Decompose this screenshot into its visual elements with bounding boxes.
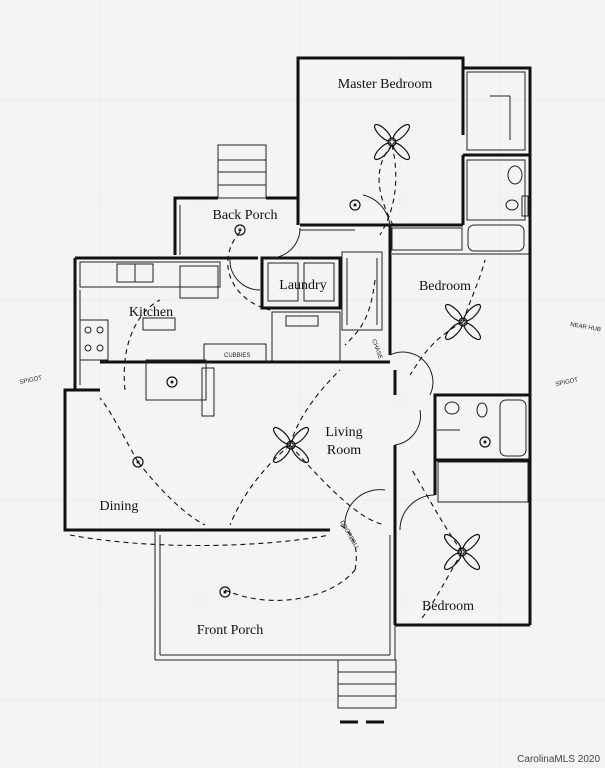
walls [63, 56, 532, 724]
note-spigot-right: SPIGOT [555, 377, 579, 388]
door-swings [229, 194, 436, 531]
note-chase: CHASE [370, 339, 383, 360]
note-spigot-left: SPIGOT [19, 375, 43, 386]
room-label-bedroom-1: Bedroom [419, 279, 471, 294]
note-doorbell: DOORBELL [338, 520, 360, 552]
room-label-kitchen: Kitchen [129, 305, 173, 320]
room-label-laundry: Laundry [279, 278, 326, 293]
watermark: CarolinaMLS 2020 [517, 754, 600, 765]
room-label-dining: Dining [100, 499, 139, 514]
room-label-back-porch: Back Porch [213, 208, 278, 223]
wiring [69, 144, 486, 621]
room-label-living-2: Room [327, 443, 361, 458]
room-label-front-porch: Front Porch [197, 623, 264, 638]
note-cubbies: CUBBIES [224, 353, 250, 359]
room-label-master-bedroom: Master Bedroom [338, 77, 433, 92]
note-near-hub: NEAR HUB [570, 322, 602, 333]
room-label-bedroom-2: Bedroom [422, 599, 474, 614]
room-label-living-1: Living [325, 425, 362, 440]
